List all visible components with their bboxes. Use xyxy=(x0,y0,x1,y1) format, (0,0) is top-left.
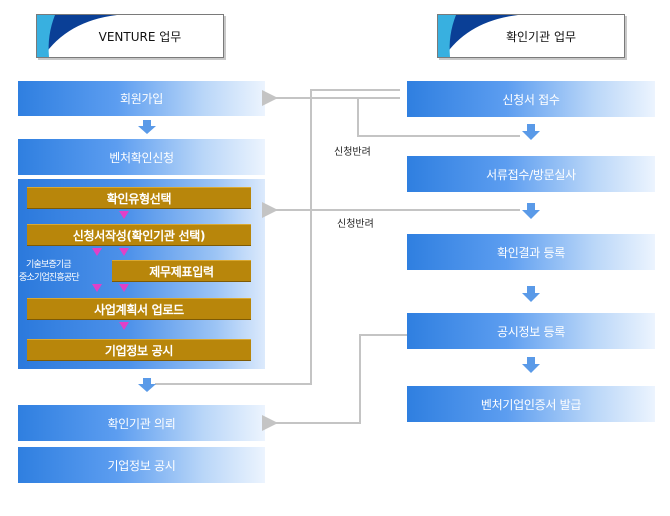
receipt-box: 신청서 접수 xyxy=(407,81,655,117)
connector-disclosure-to-request xyxy=(262,334,407,431)
step-write-form: 신청서작성(확인기관 선택) xyxy=(27,224,251,246)
pink-arrow-6 xyxy=(119,322,129,330)
arrow-down-receipt xyxy=(522,124,540,140)
arrow-down-disclosure xyxy=(522,357,540,373)
pink-arrow-3 xyxy=(119,248,129,256)
agency-header-title: 확인기관 업무 xyxy=(505,29,577,44)
pink-arrow-5 xyxy=(119,284,129,292)
side-label-sbc: 중소기업진흥공단 xyxy=(19,273,80,283)
venture-apply-box: 벤처확인신청 xyxy=(18,139,265,175)
pink-arrow-2 xyxy=(92,248,102,256)
pink-arrow-4 xyxy=(92,284,102,292)
step-company-disclosure: 기업정보 공시 xyxy=(27,339,251,361)
connector-receipt-to-review xyxy=(357,98,520,137)
side-label-kibo: 기술보증기금 xyxy=(26,260,72,270)
venture-header: VENTURE 업무 xyxy=(36,14,224,58)
step-plan-upload: 사업계획서 업로드 xyxy=(27,298,251,320)
venture-header-title: VENTURE 업무 xyxy=(98,29,182,44)
signup-box: 회원가입 xyxy=(18,81,265,116)
step-financial-input: 제무제표입력 xyxy=(112,260,251,282)
header-swoosh-icon xyxy=(37,15,117,57)
review-box: 서류접수/방문실사 xyxy=(407,156,655,192)
certificate-issue-box: 벤처기업인증서 발급 xyxy=(407,386,655,422)
return-label-2: 신청반려 xyxy=(337,219,374,230)
agency-request-box: 확인기관 의뢰 xyxy=(18,405,265,441)
arrow-down-signup xyxy=(138,120,156,134)
return-label-1: 신청반려 xyxy=(334,147,371,158)
agency-header: 확인기관 업무 xyxy=(437,14,625,58)
arrow-down-panel xyxy=(138,378,156,392)
step-select-type: 확인유형선택 xyxy=(27,187,251,209)
arrow-down-review xyxy=(522,203,540,219)
connector-panel-to-receipt xyxy=(155,89,400,385)
arrow-down-result xyxy=(522,286,540,302)
register-disclosure-box: 공시정보 등록 xyxy=(407,313,655,349)
pink-arrow-1 xyxy=(119,211,129,219)
header-swoosh-icon xyxy=(438,15,518,57)
company-disclosure-box: 기업정보 공시 xyxy=(18,447,265,483)
register-result-box: 확인결과 등록 xyxy=(407,234,655,270)
